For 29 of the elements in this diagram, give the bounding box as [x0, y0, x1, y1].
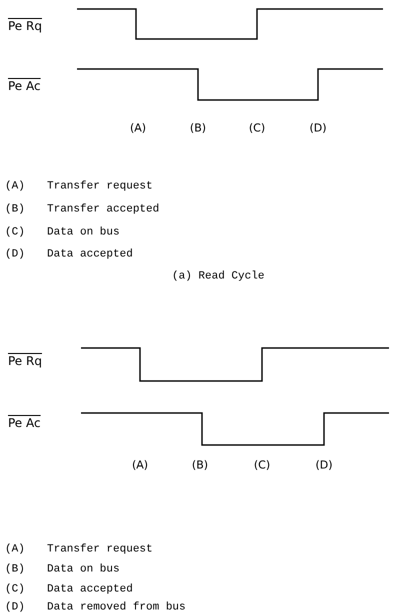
event-marker: (A): [132, 460, 148, 470]
event-marker: (C): [254, 460, 270, 470]
event-letter: (D): [5, 602, 25, 614]
event-description: Transfer request: [47, 544, 153, 556]
event-letter: (A): [5, 182, 25, 192]
event-marker: (B): [190, 122, 206, 134]
event-letter: (C): [5, 584, 25, 596]
event-letter: (B): [5, 564, 25, 576]
event-description: Transfer request: [47, 182, 153, 192]
signal-name: Pe Ac: [8, 80, 41, 92]
event-marker: (D): [309, 122, 327, 134]
event-description: Data accepted: [47, 250, 133, 260]
event-letter: (D): [5, 250, 25, 260]
signal-name: Pe Rq: [8, 20, 42, 32]
event-marker: (D): [315, 460, 333, 470]
event-letter: (C): [5, 228, 25, 238]
figure-caption: (a) Read Cycle: [172, 272, 264, 282]
event-marker: (B): [192, 460, 208, 470]
event-letter: (A): [5, 544, 25, 556]
event-description: Data on bus: [47, 564, 120, 576]
event-description: Data accepted: [47, 584, 133, 596]
event-description: Data removed from bus: [47, 602, 186, 614]
event-marker: (C): [248, 122, 266, 134]
signal-name: Pe Ac: [8, 417, 41, 429]
event-letter: (B): [5, 204, 25, 216]
event-marker: (A): [130, 122, 146, 134]
event-description: Data on bus: [47, 228, 120, 238]
signal-name: Pe Rq: [8, 355, 42, 367]
event-description: Transfer accepted: [47, 204, 160, 216]
